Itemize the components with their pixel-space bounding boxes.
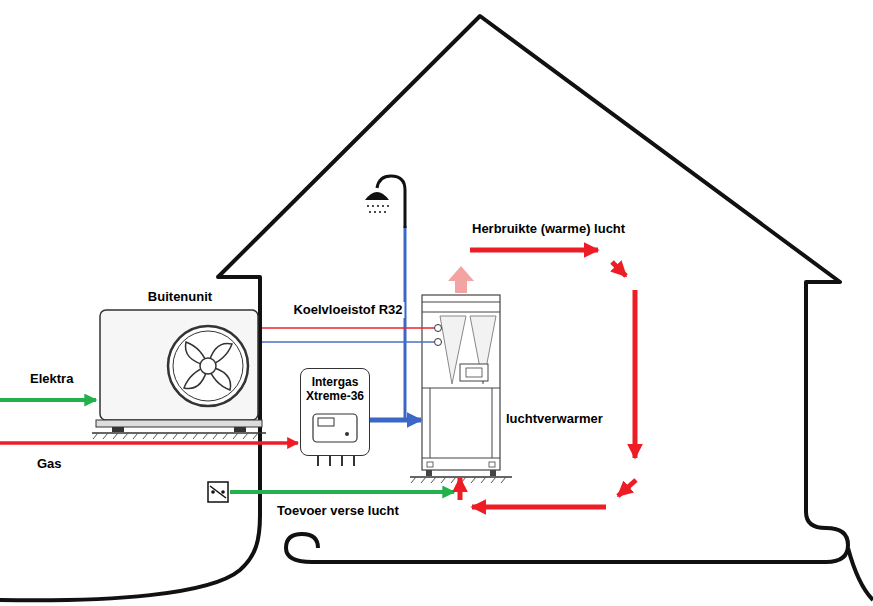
label-anchor: Gas [35,456,64,472]
control-panel [466,368,482,377]
boiler-screen [318,418,334,426]
shower-head [365,192,389,200]
heat-exchanger-coil [440,316,496,384]
gas-arrow [0,441,298,445]
fan-hub [200,358,216,374]
return-air-arrow [618,480,636,496]
connector-label: Koelvloeistof R32 [291,302,404,318]
node-label: Intergas Xtreme-36 [301,369,369,404]
label-anchor: Koelvloeistof R32 [291,302,404,318]
damper-symbol [208,482,228,502]
air-heater-foot [426,470,432,476]
refrigerant-port [435,339,442,346]
house-outline [848,548,873,600]
return-air-arrow [633,290,638,458]
ground-hatch [93,433,258,439]
air-heater-vent [427,462,433,467]
pipe-connector [262,341,434,343]
air-heater-vent [489,462,495,467]
damper-symbol [210,486,226,498]
flow-label: Gas [35,456,64,472]
flow-label: Herbruikte (warme) lucht [470,221,627,237]
air-heater-casing [422,295,500,470]
air-heater-frame [430,388,492,458]
outdoor-unit: Buitenunit [98,286,262,432]
boiler-display [313,414,357,442]
refrigerant-port [435,325,442,332]
air-heater-foot [490,470,496,476]
fan-grille [168,326,248,406]
fan-blade [184,342,232,390]
return-air-arrow [458,478,463,500]
flow-label: Toevoer verse lucht [275,503,401,519]
power-arrow [0,398,96,402]
label-anchor: Toevoer verse lucht [275,503,401,519]
pipe-connector [370,418,421,423]
shower-pipe [377,176,405,228]
water-drops [368,205,388,213]
damper-symbol [211,490,215,494]
pipe-connector [262,327,434,329]
label-anchor: Herbruikte (warme) lucht [470,221,627,237]
air-heater-frame [422,302,500,458]
hot-water-pipe [404,226,407,418]
house-outline [0,16,848,600]
flow-label: Elektra [28,371,75,387]
warm-air-outlet-arrow [448,266,474,293]
control-panel [460,364,488,381]
return-air-arrow [472,505,606,510]
boiler-button [345,432,349,436]
damper-symbol [221,490,225,494]
node-label: Buitenunit [98,286,262,305]
node-label: luchtverwarmer [506,411,603,427]
fan-grille [173,331,243,401]
return-air-arrow [470,248,598,253]
unit-foot [112,427,124,432]
unit-foot [234,427,246,432]
return-air-arrow [612,262,626,276]
air-heater-unit: luchtverwarmer [422,293,502,471]
unit-base [96,420,262,427]
boiler-box: Intergas Xtreme-36 [300,368,370,456]
label-anchor: Elektra [28,371,75,387]
boiler-pipes [318,456,354,466]
fresh-air-arrow [230,490,454,494]
outdoor-unit-casing [100,310,258,420]
